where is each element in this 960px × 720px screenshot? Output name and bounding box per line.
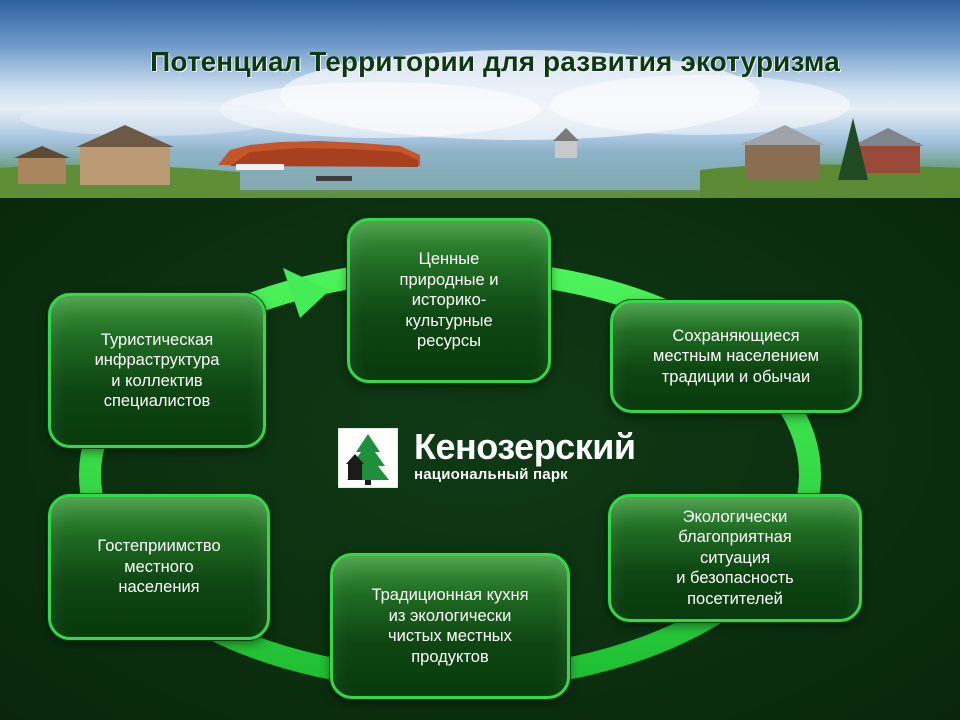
cycle-arrowhead (283, 268, 330, 318)
node-traditions: Сохраняющиеся местным населением традици… (610, 300, 862, 413)
node-cuisine: Традиционная кухня из экологически чисты… (330, 553, 570, 699)
slide-title: Потенциал Территории для развития экотур… (150, 46, 840, 77)
node-cuisine-label: Традиционная кухня из экологически чисты… (371, 586, 529, 666)
node-infrastructure: Туристическая инфраструктура и коллектив… (48, 293, 266, 448)
node-ecology-label: Экологически благоприятная ситуация и бе… (676, 507, 794, 608)
node-traditions-label: Сохраняющиеся местным населением традици… (652, 326, 820, 386)
node-hospitality: Гостеприимство местного населения (48, 494, 270, 640)
park-name: Кенозерский (414, 426, 636, 467)
header-banner: Потенциал Территории для развития экотур… (0, 0, 960, 198)
park-logo-icon (338, 428, 398, 488)
node-infrastructure-label: Туристическая инфраструктура и коллектив… (94, 330, 220, 411)
node-resources-label: Ценные природные и историко- культурные … (399, 250, 499, 351)
node-hospitality-label: Гостеприимство местного населения (97, 537, 221, 597)
node-ecology: Экологически благоприятная ситуация и бе… (608, 494, 862, 622)
landscape-illustration (0, 50, 960, 198)
park-subtitle: национальный парк (414, 466, 568, 483)
node-resources: Ценные природные и историко- культурные … (347, 218, 551, 383)
